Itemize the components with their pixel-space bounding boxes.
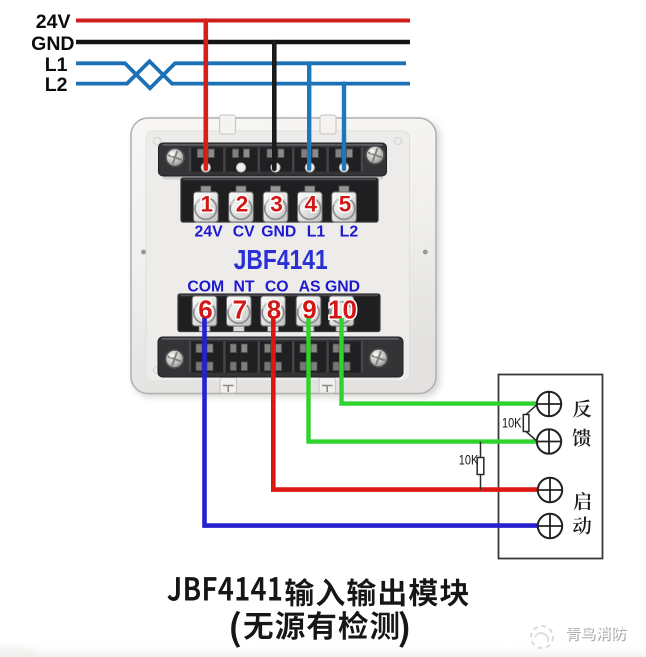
svg-text:CV: CV: [233, 223, 255, 240]
svg-text:L1: L1: [45, 54, 68, 76]
svg-text:AS: AS: [299, 279, 321, 296]
svg-text:GND: GND: [325, 279, 360, 296]
svg-text:5: 5: [339, 191, 352, 216]
svg-text:10K: 10K: [459, 453, 479, 468]
svg-text:24V: 24V: [195, 223, 224, 240]
svg-text:COM: COM: [187, 279, 224, 296]
svg-text:7: 7: [233, 295, 247, 325]
svg-text:4: 4: [305, 191, 318, 216]
svg-text:L2: L2: [45, 74, 68, 96]
svg-text:1: 1: [201, 191, 214, 216]
svg-text:9: 9: [302, 295, 316, 325]
svg-text:24V: 24V: [36, 11, 71, 33]
svg-text:JBF4141: JBF4141: [234, 244, 328, 275]
svg-text:6: 6: [198, 295, 212, 325]
svg-text:GND: GND: [261, 223, 296, 240]
svg-text:CO: CO: [265, 279, 289, 296]
svg-text:8: 8: [267, 295, 281, 325]
svg-text:L2: L2: [340, 223, 359, 240]
svg-text:L1: L1: [307, 223, 326, 240]
svg-text:10K: 10K: [502, 416, 522, 431]
svg-text:3: 3: [270, 191, 283, 216]
svg-text:NT: NT: [233, 279, 254, 296]
svg-text:GND: GND: [31, 33, 74, 55]
svg-text:2: 2: [236, 191, 249, 216]
